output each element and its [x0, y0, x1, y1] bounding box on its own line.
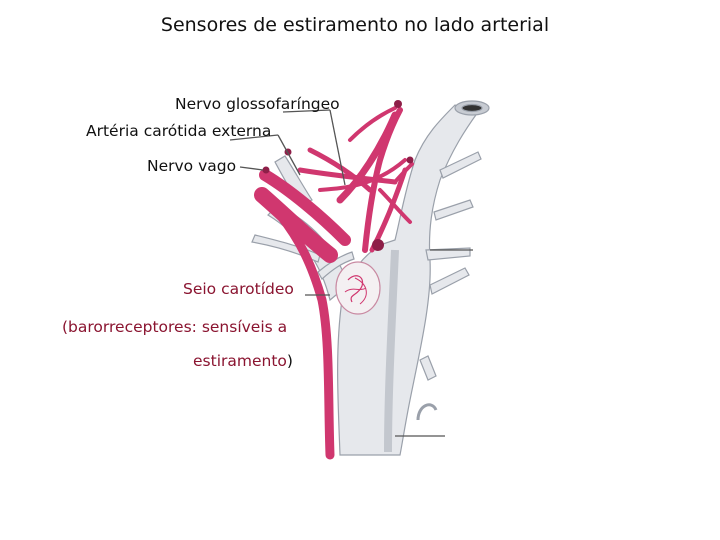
diagram-title: Sensores de estiramento no lado arterial [160, 14, 550, 36]
label-estiramento-word: estiramento [193, 352, 287, 370]
leader-lines [229, 109, 473, 437]
label-estiramento: estiramento) [193, 352, 293, 370]
carotid-sinus [335, 261, 381, 315]
label-seio-carotideo: Seio carotídeo [183, 280, 294, 298]
nerves [254, 106, 414, 460]
artery-shading [384, 249, 399, 453]
carotid-artery [251, 100, 490, 456]
label-barorreceptores: (barorreceptores: sensíveis a [62, 318, 288, 336]
label-nervo-glossofaringeo: Nervo glossofaríngeo [175, 95, 340, 113]
label-arteria-carotida-externa: Artéria carótida externa [86, 122, 272, 140]
label-estiramento-paren: ) [286, 352, 293, 370]
label-nervo-vago: Nervo vago [147, 157, 237, 175]
